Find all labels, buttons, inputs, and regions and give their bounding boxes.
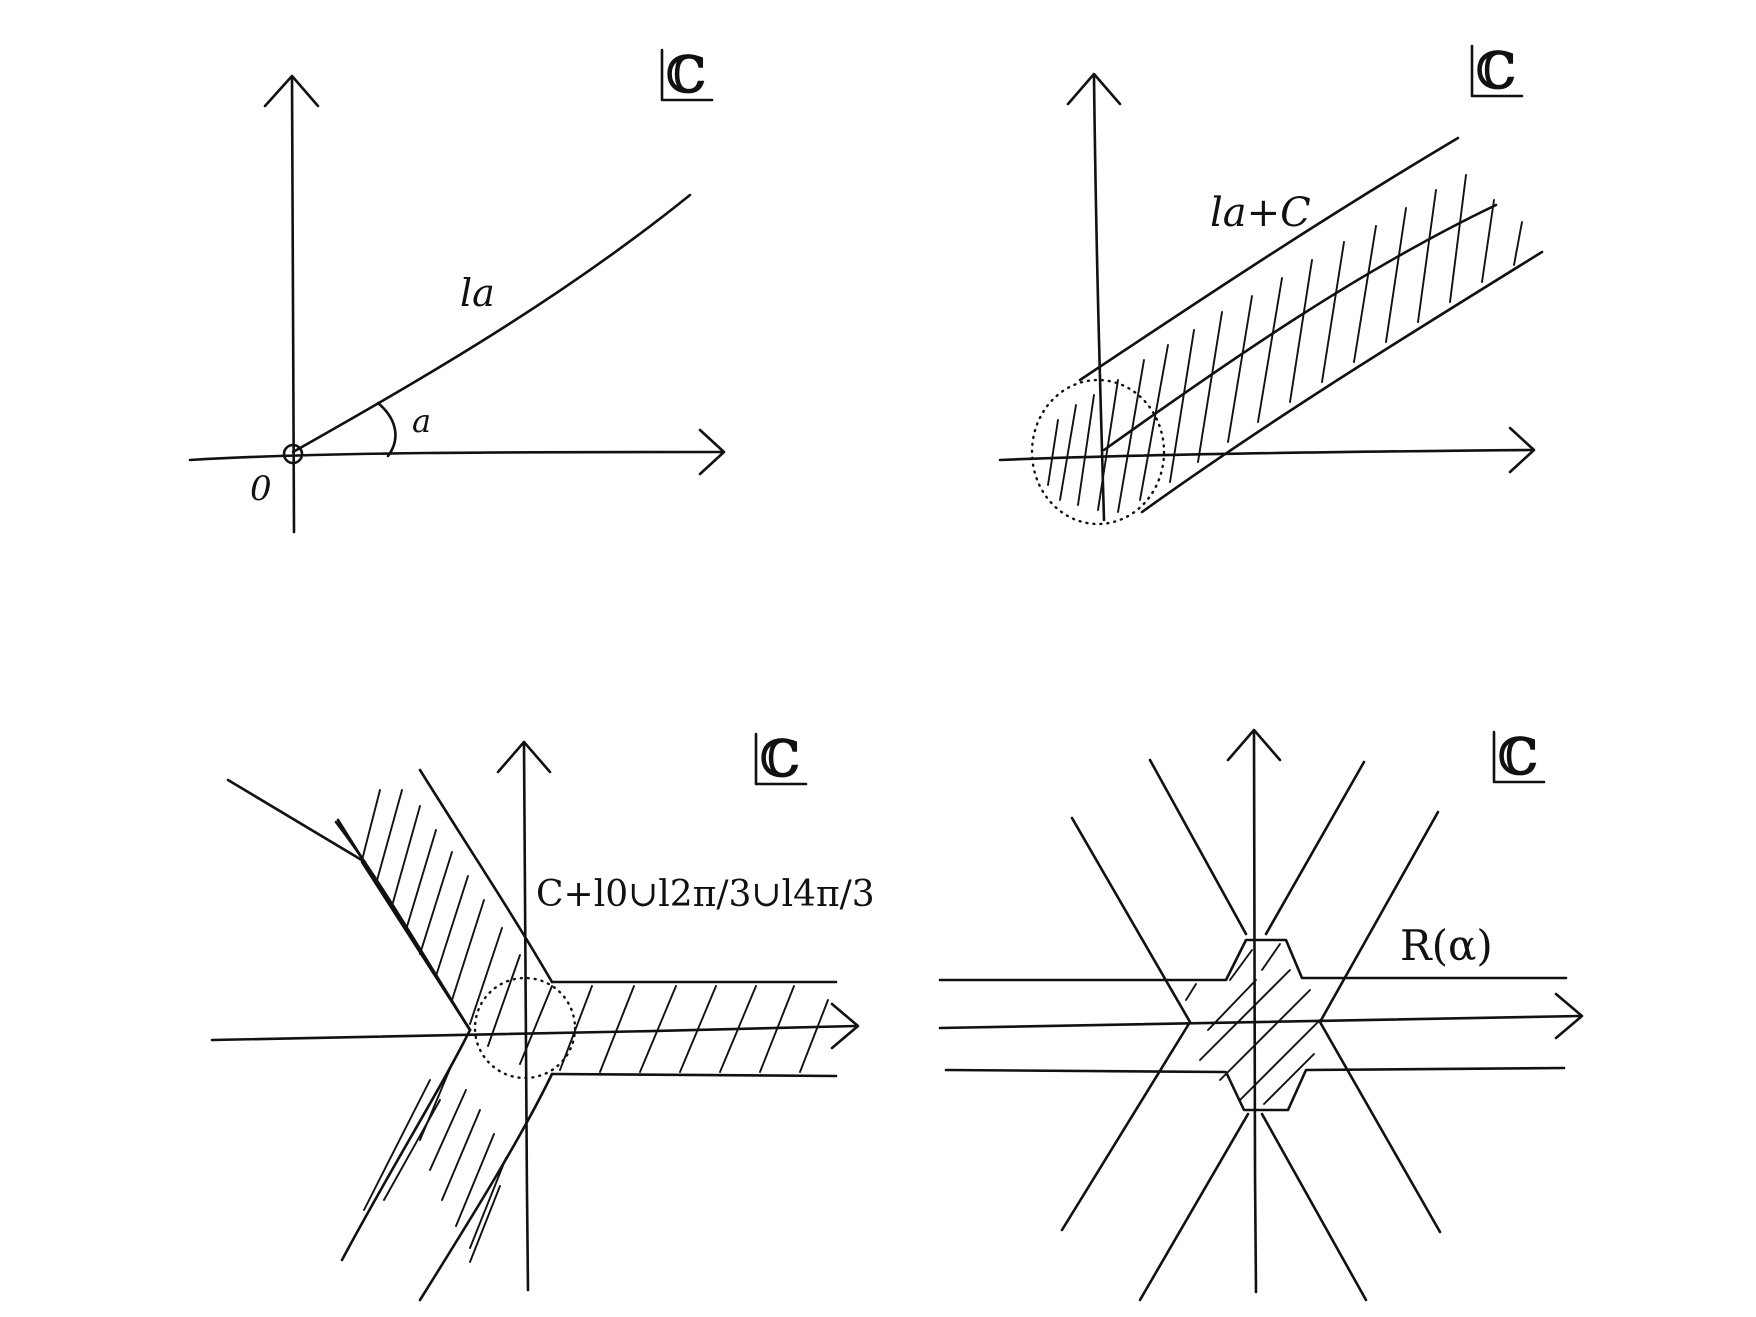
p3-real-axis: [210, 1024, 858, 1042]
p2-hatching: [1047, 174, 1523, 513]
p1-label-origin: 0: [250, 469, 272, 509]
p4-plane-symbol: ℂ: [1498, 727, 1538, 786]
p2-plane-box: [1470, 44, 1524, 98]
p4-imag-axis: [1252, 730, 1258, 1294]
p1-label-angle: a: [412, 402, 431, 440]
p1-origin-point: [282, 443, 304, 465]
panel-3: C+l0∪l2π/3∪l4π/3 ℂ: [210, 729, 875, 1302]
p4-diagonal-b1: [1318, 810, 1442, 1234]
p1-angle-arc: [376, 401, 397, 458]
p4-diagonal-b3: [1260, 1112, 1368, 1302]
p4-diagonal-a1: [1060, 816, 1192, 1232]
p3-plane-symbol: ℂ: [760, 729, 800, 788]
p3-plane-box: [754, 732, 808, 786]
p1-imag-axis: [290, 76, 296, 534]
p2-strip-center-line: [1102, 203, 1498, 452]
p1-imag-axis-arrow: [263, 74, 320, 108]
panel-1: 0 a la ℂ: [188, 45, 726, 534]
p2-real-axis-arrow: [1508, 426, 1536, 474]
p4-real-axis: [938, 1014, 1582, 1030]
p4-real-axis-arrow: [1554, 992, 1584, 1040]
p3-label-region: C+l0∪l2π/3∪l4π/3: [536, 874, 875, 915]
p4-diagonal-b2: [1264, 760, 1366, 936]
p2-imag-axis-arrow: [1066, 72, 1122, 106]
p2-strip-lower-edge: [1140, 250, 1544, 514]
p3-imag-axis-arrow: [496, 740, 552, 774]
panel-4: R(α) ℂ: [938, 727, 1584, 1302]
p4-imag-axis-arrow: [1226, 728, 1282, 762]
p4-diagonal-a2: [1148, 758, 1248, 936]
p4-diagonal-a3: [1138, 1112, 1250, 1302]
p3-ray-l4pi3-edge-a: [340, 1028, 472, 1262]
panel-2: la+C ℂ: [998, 41, 1544, 526]
p2-strip-upper-edge: [1078, 136, 1460, 382]
p2-imag-axis: [1092, 74, 1106, 522]
p3-ray-l2pi3-center: [226, 778, 472, 1032]
p4-horizontal-line-lower: [944, 1066, 1566, 1112]
p3-imag-axis: [522, 742, 530, 1292]
p1-ray-la: [291, 193, 692, 454]
p1-plane-symbol: ℂ: [666, 45, 706, 104]
p3-real-axis-arrow: [830, 1002, 860, 1050]
p3-ray-l4pi3-edge-b: [418, 1072, 554, 1302]
p1-real-axis: [188, 450, 724, 462]
p1-label-ray: la: [460, 271, 495, 315]
p1-plane-box: [660, 48, 714, 102]
p2-plane-symbol: ℂ: [1476, 41, 1516, 100]
p2-disk-C-dotted: [1030, 378, 1166, 526]
p4-plane-box: [1492, 730, 1546, 784]
p3-ray-l0-lower-edge: [550, 1072, 838, 1078]
p3-ray-l2pi3-edge-b: [418, 768, 554, 984]
p3-hatching: [361, 789, 829, 1263]
p4-hatching: [1185, 943, 1321, 1105]
p2-real-axis: [998, 448, 1534, 462]
p4-label-region: R(α): [1400, 921, 1493, 970]
p2-label-region: la+C: [1210, 190, 1311, 236]
p1-real-axis-arrow: [698, 428, 726, 476]
